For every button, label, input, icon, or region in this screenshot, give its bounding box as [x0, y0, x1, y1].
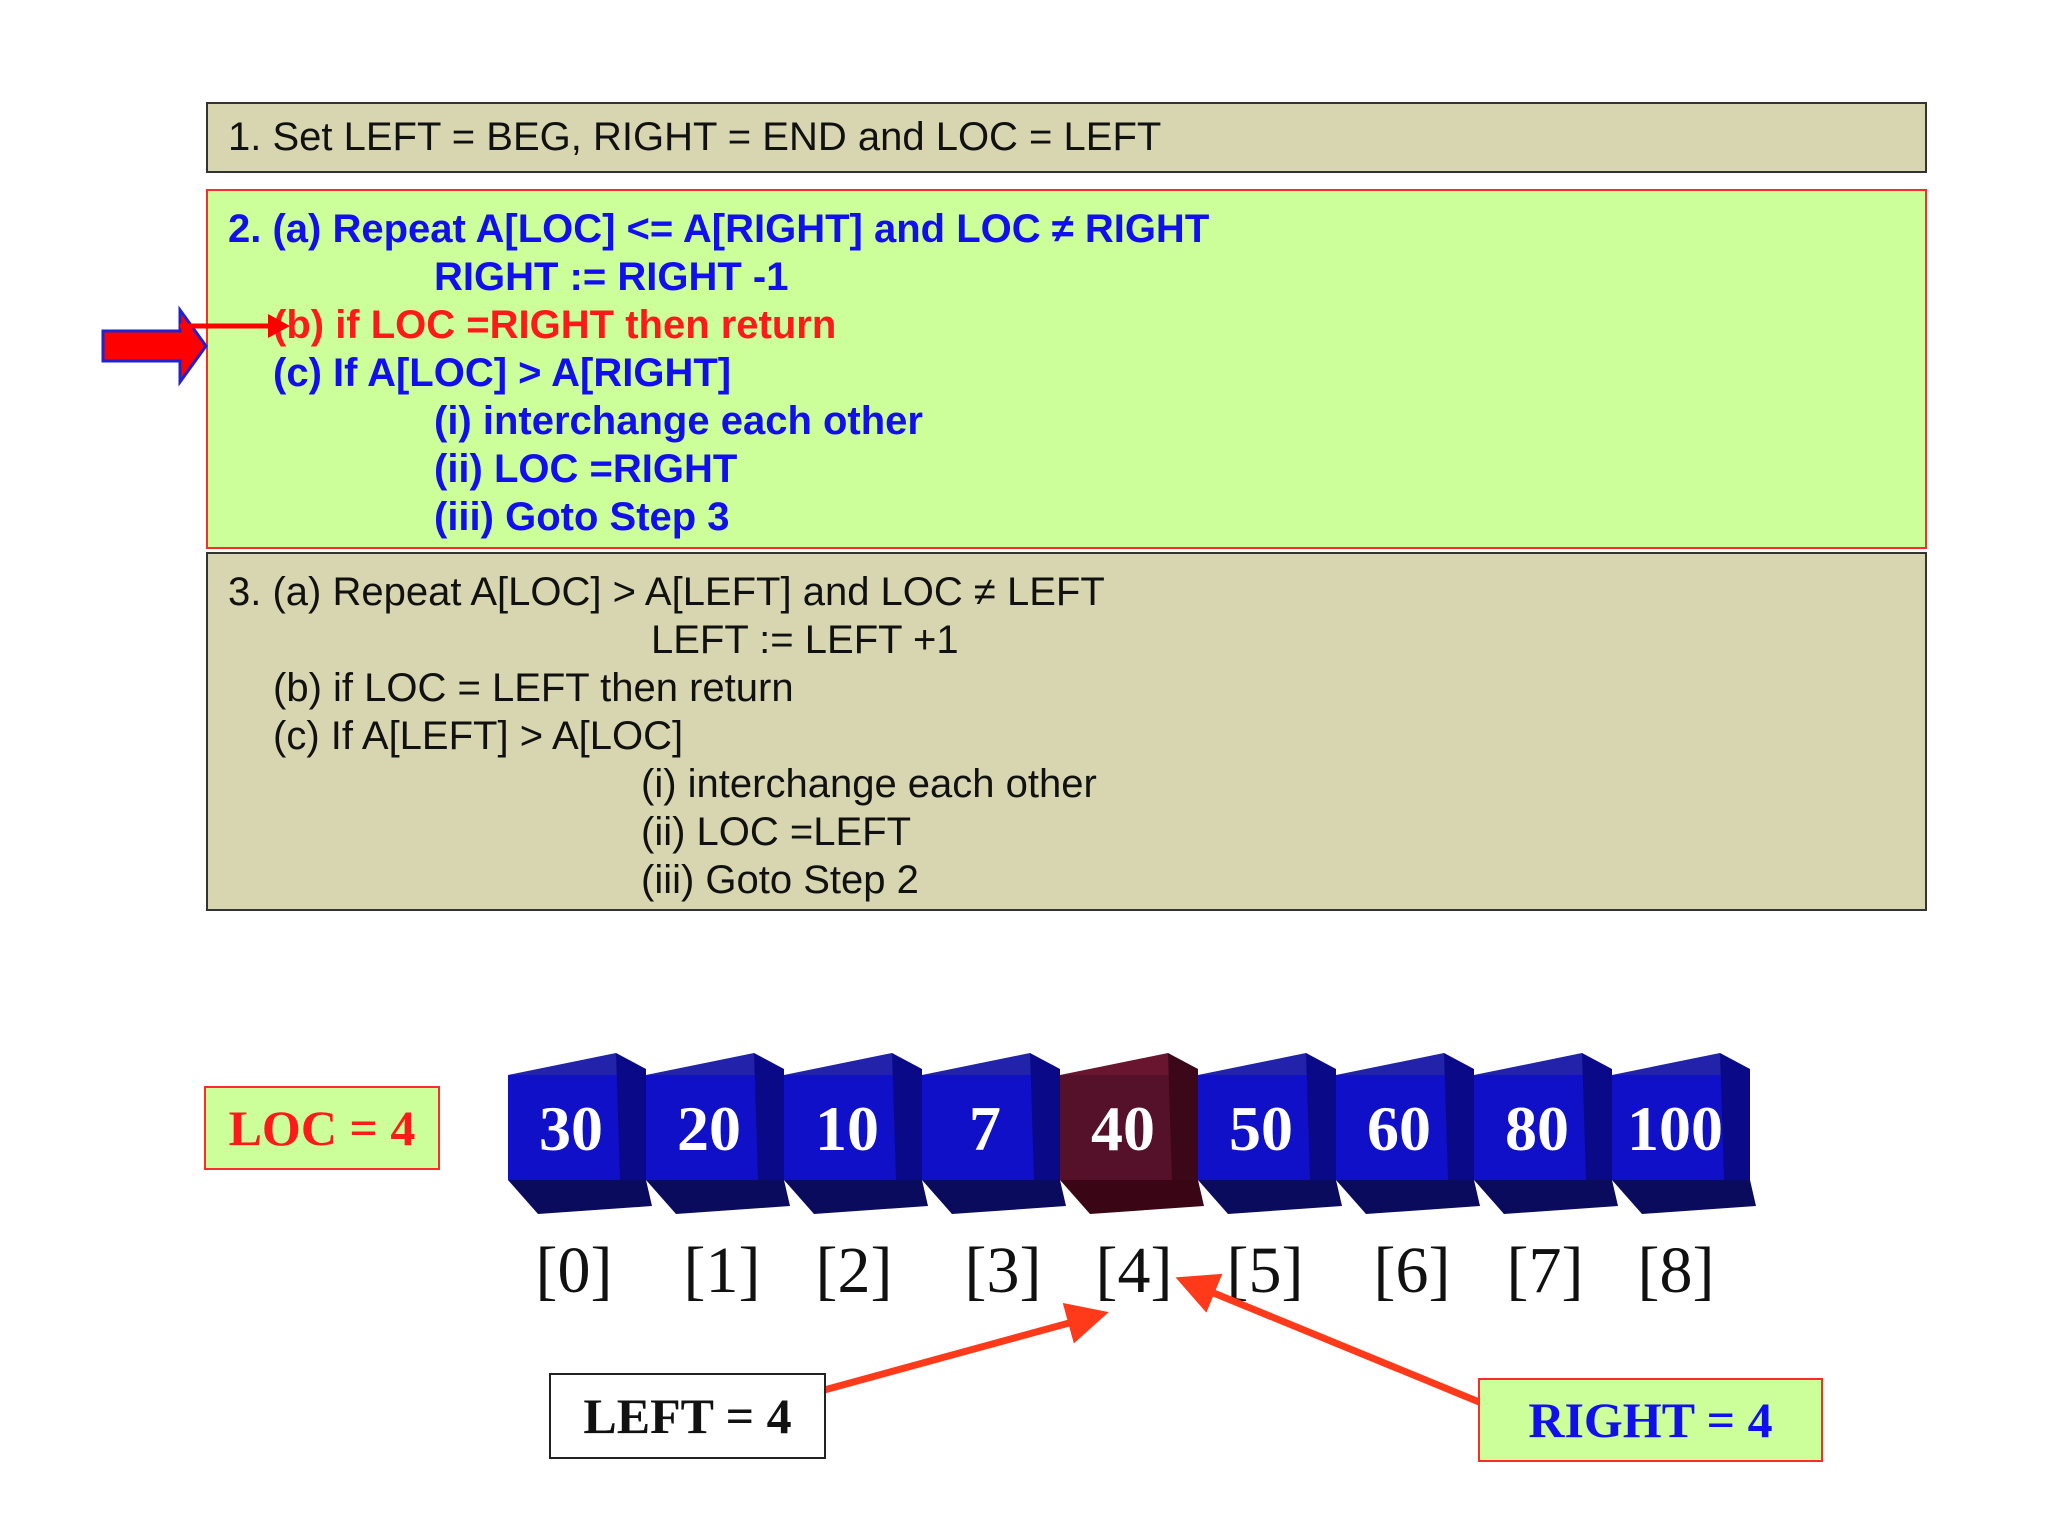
right-value-box: RIGHT = 4	[1478, 1378, 1823, 1462]
loc-value-label: LOC = 4	[228, 1100, 416, 1156]
step-3-line-c-ii: (ii) LOC =LEFT	[641, 810, 912, 854]
array-cell: 20	[646, 1053, 790, 1214]
array-cell-highlighted: 40	[1060, 1053, 1204, 1214]
step-3-line-c-i: (i) interchange each other	[641, 762, 1097, 806]
step-1-box: 1. Set LEFT = BEG, RIGHT = END and LOC =…	[206, 102, 1927, 173]
array-cell: 30	[508, 1053, 652, 1214]
step-3-line-b: (b) if LOC = LEFT then return	[273, 666, 794, 710]
step-2-line-a-body: RIGHT := RIGHT -1	[434, 255, 789, 299]
cell-bottom-face	[922, 1180, 1066, 1214]
cell-bottom-face	[1198, 1180, 1342, 1214]
left-pointer-arrow	[794, 1302, 1109, 1402]
loc-value-box: LOC = 4	[204, 1086, 440, 1170]
cell-bottom-face	[1060, 1180, 1204, 1214]
cell-bottom-face	[1336, 1180, 1480, 1214]
array-index-label: [5]	[1227, 1234, 1304, 1307]
step-3-line-a-body: LEFT := LEFT +1	[651, 618, 959, 662]
array-index-labels: [0] [1] [2] [3] [4] [5] [6] [7] [8]	[536, 1234, 1715, 1307]
array-index-label: [0]	[536, 1234, 613, 1307]
step-2-line-b-current: (b) if LOC =RIGHT then return	[273, 303, 837, 347]
cell-bottom-face	[1612, 1180, 1756, 1214]
cell-value: 40	[1091, 1093, 1155, 1164]
current-step-marker-icon	[101, 305, 290, 387]
array-index-label: [4]	[1096, 1234, 1173, 1307]
cell-side-face	[1582, 1053, 1612, 1180]
cell-side-face	[754, 1053, 784, 1180]
cell-value: 7	[969, 1093, 1001, 1164]
cell-value: 100	[1627, 1093, 1723, 1164]
left-value-label: LEFT = 4	[583, 1388, 792, 1444]
cell-value: 60	[1367, 1093, 1431, 1164]
cell-side-face	[1444, 1053, 1474, 1180]
cell-value: 30	[539, 1093, 603, 1164]
array-cell: 60	[1336, 1053, 1480, 1214]
cell-side-face	[616, 1053, 646, 1180]
array-index-label: [3]	[965, 1234, 1042, 1307]
left-value-box: LEFT = 4	[549, 1373, 826, 1459]
cell-value: 80	[1505, 1093, 1569, 1164]
cell-value: 10	[815, 1093, 879, 1164]
array-index-label: [6]	[1374, 1234, 1451, 1307]
cell-bottom-face	[508, 1180, 652, 1214]
array-cell: 7	[922, 1053, 1066, 1214]
array-index-label: [7]	[1507, 1234, 1584, 1307]
cell-bottom-face	[646, 1180, 790, 1214]
step-1-line: 1. Set LEFT = BEG, RIGHT = END and LOC =…	[228, 115, 1162, 159]
step-3-line-a: 3. (a) Repeat A[LOC] > A[LEFT] and LOC ≠…	[228, 570, 1105, 614]
array-cell: 50	[1198, 1053, 1342, 1214]
step-3-line-c-iii: (iii) Goto Step 2	[641, 858, 919, 902]
step-2-line-a: 2. (a) Repeat A[LOC] <= A[RIGHT] and LOC…	[228, 207, 1210, 251]
array-cell: 100	[1612, 1053, 1756, 1214]
array-index-label: [8]	[1638, 1234, 1715, 1307]
cell-bottom-face	[784, 1180, 928, 1214]
array-cell: 80	[1474, 1053, 1618, 1214]
right-pointer-arrow	[1175, 1273, 1486, 1408]
cell-value: 20	[677, 1093, 741, 1164]
step-3-box: 3. (a) Repeat A[LOC] > A[LEFT] and LOC ≠…	[206, 552, 1927, 911]
cell-side-face	[892, 1053, 922, 1180]
right-value-label: RIGHT = 4	[1528, 1392, 1773, 1448]
cell-value: 50	[1229, 1093, 1293, 1164]
array-cells: 30 20 10 7 40 50 60 80 100	[508, 1053, 1756, 1214]
cell-bottom-face	[1474, 1180, 1618, 1214]
step-3-line-c: (c) If A[LEFT] > A[LOC]	[273, 714, 684, 758]
cell-side-face	[1030, 1053, 1060, 1180]
cell-side-face	[1306, 1053, 1336, 1180]
step-2-line-c-i: (i) interchange each other	[434, 399, 923, 443]
step-2-line-c-iii: (iii) Goto Step 3	[434, 495, 730, 539]
array-cell: 10	[784, 1053, 928, 1214]
step-2-line-c-ii: (ii) LOC =RIGHT	[434, 447, 738, 491]
step-2-line-c: (c) If A[LOC] > A[RIGHT]	[273, 351, 732, 395]
array-index-label: [1]	[684, 1234, 761, 1307]
step-2-box: 2. (a) Repeat A[LOC] <= A[RIGHT] and LOC…	[206, 189, 1927, 549]
cell-side-face	[1720, 1053, 1750, 1180]
array-index-label: [2]	[816, 1234, 893, 1307]
cell-side-face	[1168, 1053, 1198, 1180]
